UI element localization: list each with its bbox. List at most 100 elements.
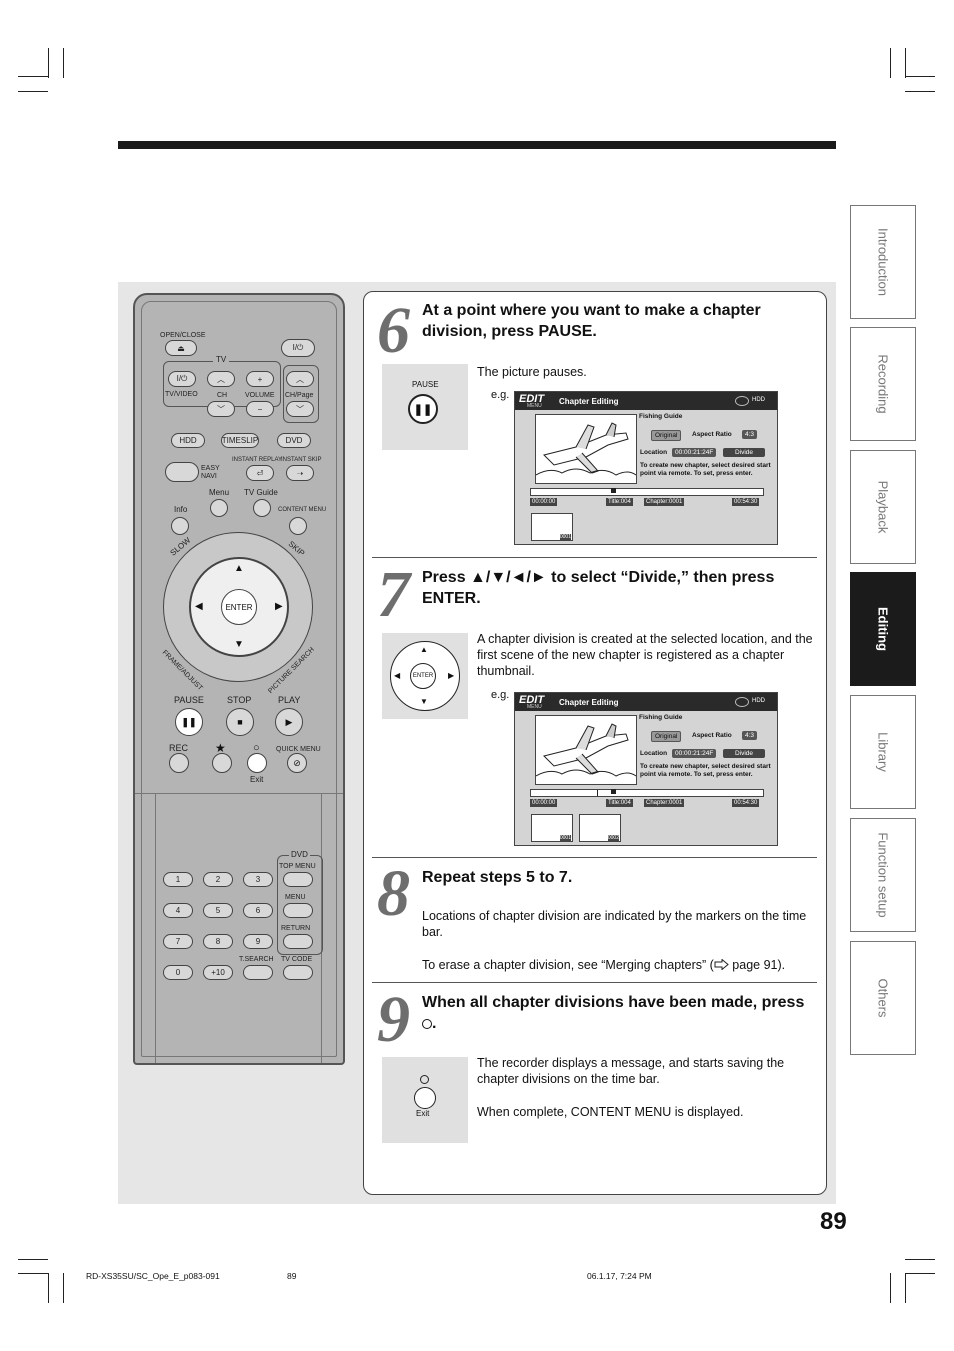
key-9-button[interactable]: 9 <box>243 934 273 949</box>
edit-label: EDIT <box>519 694 545 706</box>
return-button[interactable] <box>283 934 313 949</box>
dvd-group-label: DVD <box>289 850 310 859</box>
easy-navi-button[interactable] <box>165 462 199 482</box>
step-7-number: 7 <box>377 558 410 631</box>
tab-recording-label: Recording <box>875 354 891 414</box>
star-button[interactable] <box>212 753 232 773</box>
time-marker <box>611 488 616 493</box>
key-6-button[interactable]: 6 <box>243 903 273 918</box>
step-9-text: The recorder displays a message, and sta… <box>477 1056 785 1086</box>
tv-power-button[interactable]: I/⏻ <box>168 371 196 387</box>
airplane-picture <box>535 715 637 785</box>
time-bar <box>530 488 764 496</box>
quick-menu-button[interactable]: ⊘ <box>287 753 307 773</box>
step-7-text: A chapter division is created at the sel… <box>477 632 813 678</box>
chapter-number: Chapter:0001 <box>644 799 685 807</box>
rec-button[interactable] <box>169 753 189 773</box>
volume-label: VOLUME <box>245 392 275 399</box>
enter-icon-label: ENTER <box>412 673 434 679</box>
open-close-button[interactable]: ⏏ <box>165 340 197 356</box>
tab-others[interactable]: Others <box>850 941 916 1055</box>
right-arrow-icon: ▶ <box>448 671 455 680</box>
step-6-eg: e.g. <box>491 389 510 401</box>
key-4-button[interactable]: 4 <box>163 903 193 918</box>
hdd-button[interactable]: HDD <box>171 433 205 448</box>
divide-button[interactable]: Divide <box>723 448 765 457</box>
exit-button[interactable] <box>247 753 267 773</box>
key-8-button[interactable]: 8 <box>203 934 233 949</box>
tv-code-button[interactable] <box>283 965 313 980</box>
info-button[interactable] <box>171 517 189 535</box>
tv-label: TV <box>213 356 230 364</box>
divide-button[interactable]: Divide <box>723 749 765 758</box>
tab-editing[interactable]: Editing <box>850 572 916 686</box>
location-label: Location <box>640 750 668 757</box>
rec-label: REC <box>169 743 189 753</box>
key-plus10-button[interactable]: +10 <box>203 965 233 980</box>
instant-replay-button[interactable]: ⏎ <box>246 465 274 481</box>
key-5-button[interactable]: 5 <box>203 903 233 918</box>
menu-button[interactable] <box>210 499 228 517</box>
pause-label: PAUSE <box>174 695 204 705</box>
stop-button[interactable]: ■ <box>226 708 254 736</box>
thumbnail-label: 0002 <box>607 835 619 841</box>
timeslip-button[interactable]: TIMESLIP <box>221 433 259 448</box>
pause-button[interactable]: ❚❚ <box>175 708 203 736</box>
instant-skip-button[interactable]: ➝ <box>286 465 314 481</box>
enter-button[interactable]: ENTER <box>221 589 257 625</box>
crop-mark <box>890 1273 891 1303</box>
title-number: Title:004 <box>606 498 633 506</box>
thumbnail-label: 0001 <box>559 534 571 540</box>
ch-page-down-button[interactable]: ﹀ <box>286 401 314 417</box>
t-search-button[interactable] <box>243 965 273 980</box>
tab-function-setup[interactable]: Function setup <box>850 818 916 932</box>
chapter-editing-screen-2: EDIT MENU Chapter Editing HDD Fishing Gu… <box>514 692 778 846</box>
left-arrow-icon[interactable]: ◀ <box>195 601 203 612</box>
crop-mark <box>48 1273 49 1303</box>
key-1-button[interactable]: 1 <box>163 872 193 887</box>
ch-page-up-button[interactable]: ︿ <box>286 371 314 387</box>
key-7-button[interactable]: 7 <box>163 934 193 949</box>
key-3-button[interactable]: 3 <box>243 872 273 887</box>
exit-icon <box>414 1087 436 1109</box>
step-9-heading: When all chapter divisions have been mad… <box>422 994 805 1032</box>
easy-navi-label: EASY NAVI <box>201 465 220 480</box>
key-2-button[interactable]: 2 <box>203 872 233 887</box>
tab-playback-label: Playback <box>875 480 891 534</box>
top-menu-button[interactable] <box>283 872 313 887</box>
volume-up-button[interactable]: + <box>246 371 274 387</box>
right-arrow-icon[interactable]: ▶ <box>275 601 283 612</box>
step-9-heading-text: When all chapter divisions have been mad… <box>422 994 805 1011</box>
menu2-button[interactable] <box>283 903 313 918</box>
time-bar <box>530 789 764 797</box>
down-arrow-icon[interactable]: ▼ <box>234 639 244 650</box>
menu2-label: MENU <box>285 894 306 901</box>
up-arrow-icon[interactable]: ▲ <box>234 563 244 574</box>
ch-down-button[interactable]: ﹀ <box>207 401 235 417</box>
title-number: Title:004 <box>606 799 633 807</box>
screen-header <box>515 392 777 410</box>
tab-library[interactable]: Library <box>850 695 916 809</box>
ch-up-button[interactable]: ︿ <box>207 371 235 387</box>
volume-down-button[interactable]: − <box>246 401 274 417</box>
crop-mark <box>18 1259 48 1260</box>
tv-guide-button[interactable] <box>253 499 271 517</box>
tab-playback[interactable]: Playback <box>850 450 916 564</box>
tab-introduction[interactable]: Introduction <box>850 205 916 319</box>
dvd-button[interactable]: DVD <box>277 433 311 448</box>
play-button[interactable]: ▶ <box>275 708 303 736</box>
edit-label: EDIT <box>519 393 545 405</box>
content-menu-button[interactable] <box>289 517 307 535</box>
menu-label: MENU <box>527 704 542 710</box>
power-button[interactable]: I/⏻ <box>281 339 315 357</box>
step-8-note-a: To erase a chapter division, see “Mergin… <box>422 958 714 972</box>
menu-label: MENU <box>527 403 542 409</box>
start-time: 00:00:00 <box>530 799 558 807</box>
tab-introduction-label: Introduction <box>875 228 891 296</box>
circle-icon: ○ <box>253 742 260 754</box>
tab-recording[interactable]: Recording <box>850 327 916 441</box>
chapter-marker <box>597 790 598 796</box>
crop-mark <box>905 91 935 92</box>
return-label: RETURN <box>281 925 311 932</box>
key-0-button[interactable]: 0 <box>163 965 193 980</box>
